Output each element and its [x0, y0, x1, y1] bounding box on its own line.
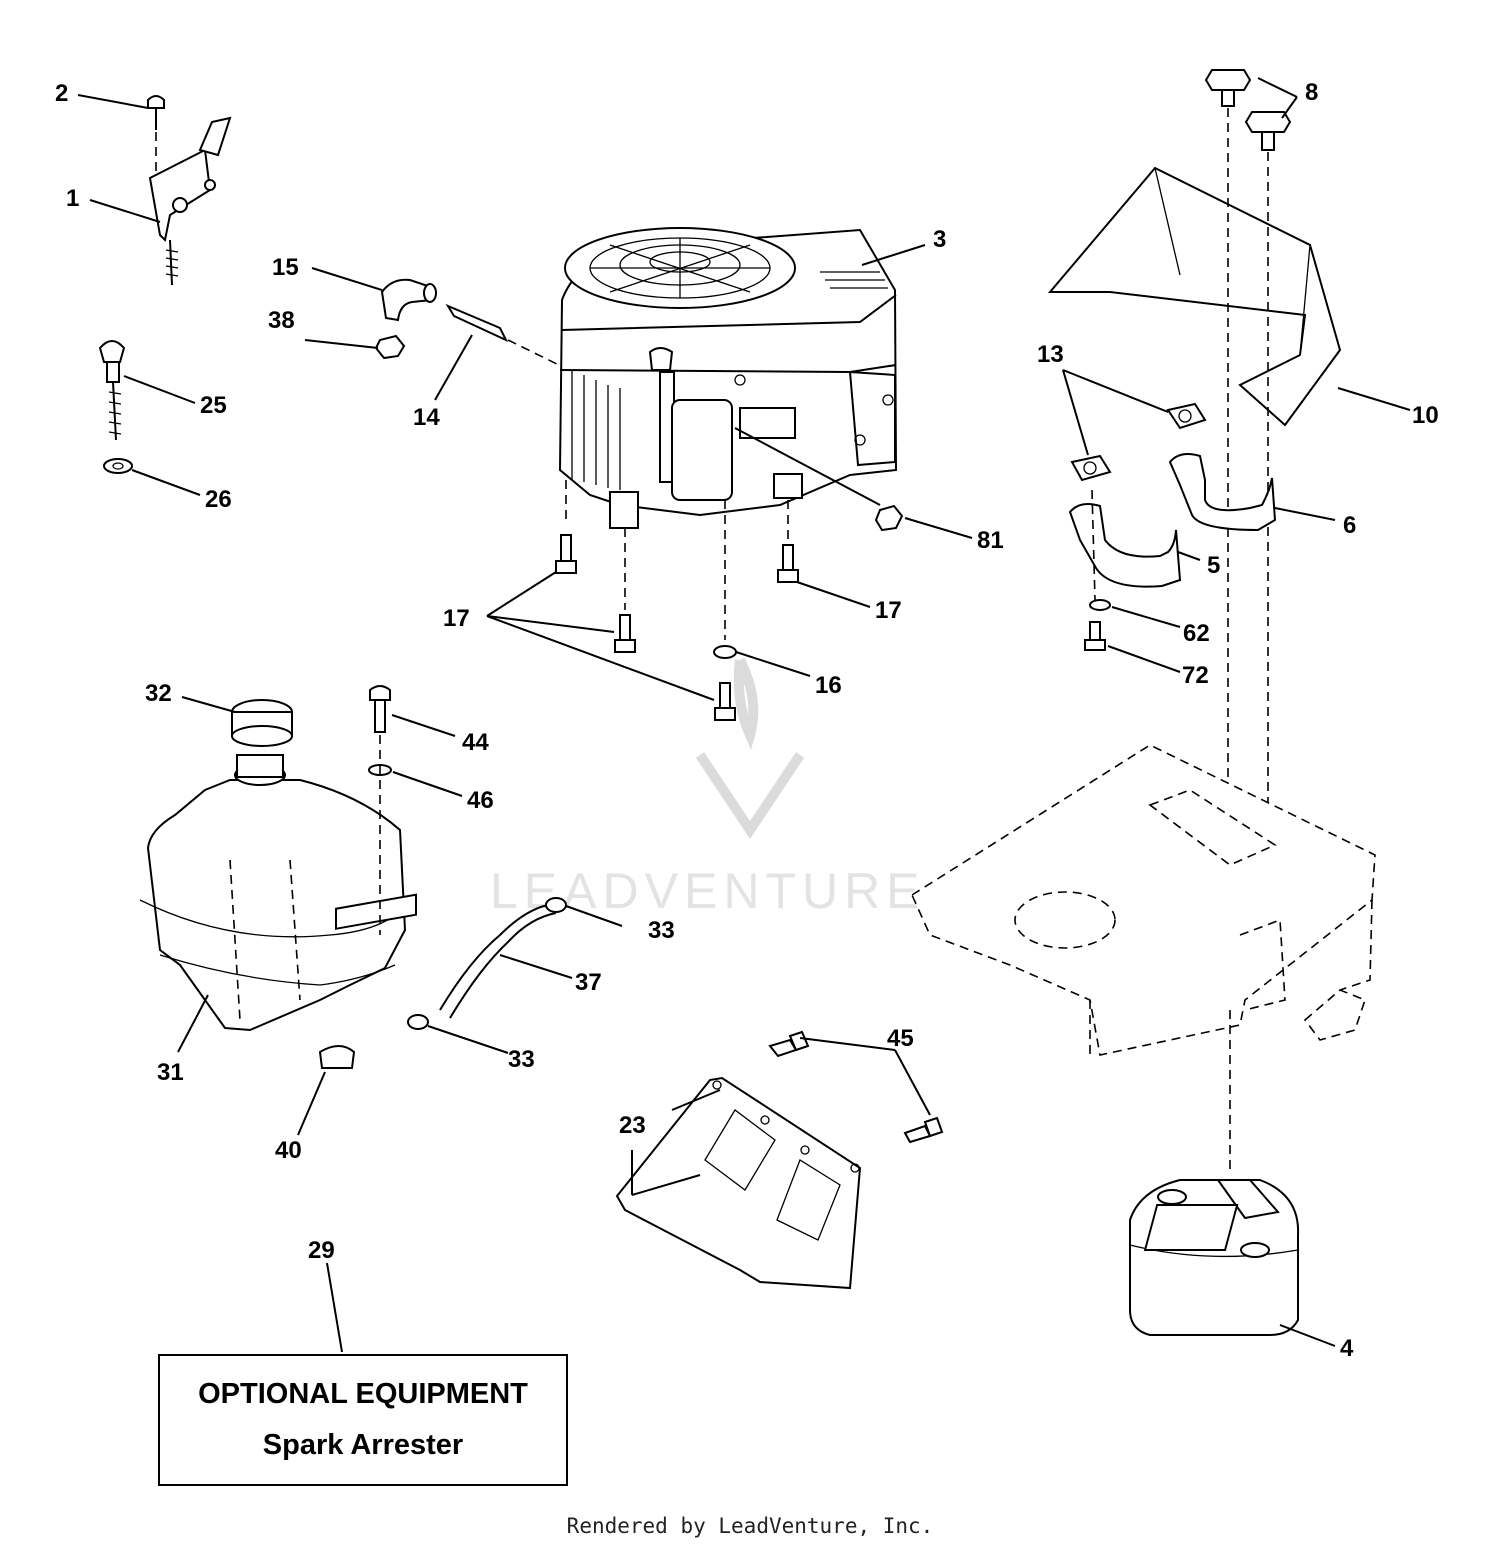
part-label-72: 72	[1182, 662, 1209, 689]
part-label-17-right: 17	[875, 597, 902, 624]
part-label-45: 45	[887, 1025, 914, 1052]
part-label-13: 13	[1037, 341, 1064, 368]
part-label-8: 8	[1305, 79, 1318, 106]
part-label-17-left: 17	[443, 605, 470, 632]
part-label-81: 81	[977, 527, 1004, 554]
part-label-1: 1	[66, 185, 79, 212]
throttle-control-part	[147, 95, 232, 286]
optional-equipment-subtitle: Spark Arrester	[262, 1429, 464, 1461]
muffler-part	[1129, 1179, 1300, 1336]
part-label-14: 14	[413, 404, 440, 431]
part-label-33-upper: 33	[648, 917, 675, 944]
part-label-31: 31	[157, 1059, 184, 1086]
footer-credit: Rendered by LeadVenture, Inc.	[566, 1514, 934, 1538]
optional-equipment-title: OPTIONAL EQUIPMENT	[198, 1378, 528, 1410]
fuel-tank-part	[139, 699, 417, 1069]
breather-fittings-part	[374, 278, 566, 369]
part-label-15: 15	[272, 254, 299, 281]
part-label-1st: 2	[55, 80, 68, 107]
heat-shield-part	[1047, 69, 1342, 870]
part-label-25: 25	[200, 392, 227, 419]
part-label-10: 10	[1412, 402, 1439, 429]
part-label-44: 44	[462, 729, 489, 756]
cover-plate-part	[615, 1030, 944, 1290]
engine-bolts-part	[555, 504, 904, 721]
tank-screw-part	[368, 685, 392, 935]
part-label-26: 26	[205, 486, 232, 513]
part-label-5: 5	[1207, 552, 1220, 579]
part-label-29: 29	[308, 1237, 335, 1264]
optional-equipment-box: OPTIONAL EQUIPMENT Spark Arrester	[158, 1354, 568, 1486]
part-labels: 2 1 3 4 5 6 8 10 13 14 15 16 17 17 23 25…	[55, 79, 1439, 1362]
part-label-4: 4	[1340, 1335, 1354, 1362]
part-label-16: 16	[815, 672, 842, 699]
frame-outline-part	[910, 744, 1376, 1175]
watermark-logo	[695, 657, 805, 840]
part-label-6: 6	[1343, 512, 1356, 539]
leader-lines	[77, 77, 1411, 1353]
part-label-37: 37	[575, 969, 602, 996]
part-label-38: 38	[268, 307, 295, 334]
choke-control-part	[98, 340, 133, 474]
part-label-32: 32	[145, 680, 172, 707]
part-label-3: 3	[933, 226, 946, 253]
part-label-62: 62	[1183, 620, 1210, 647]
engine-part	[558, 227, 898, 640]
part-label-33-lower: 33	[508, 1046, 535, 1073]
part-label-23: 23	[619, 1112, 646, 1139]
fuel-line-part	[407, 897, 567, 1030]
exhaust-pipes-part	[1068, 402, 1277, 651]
part-label-40: 40	[275, 1137, 302, 1164]
part-label-46: 46	[467, 787, 494, 814]
